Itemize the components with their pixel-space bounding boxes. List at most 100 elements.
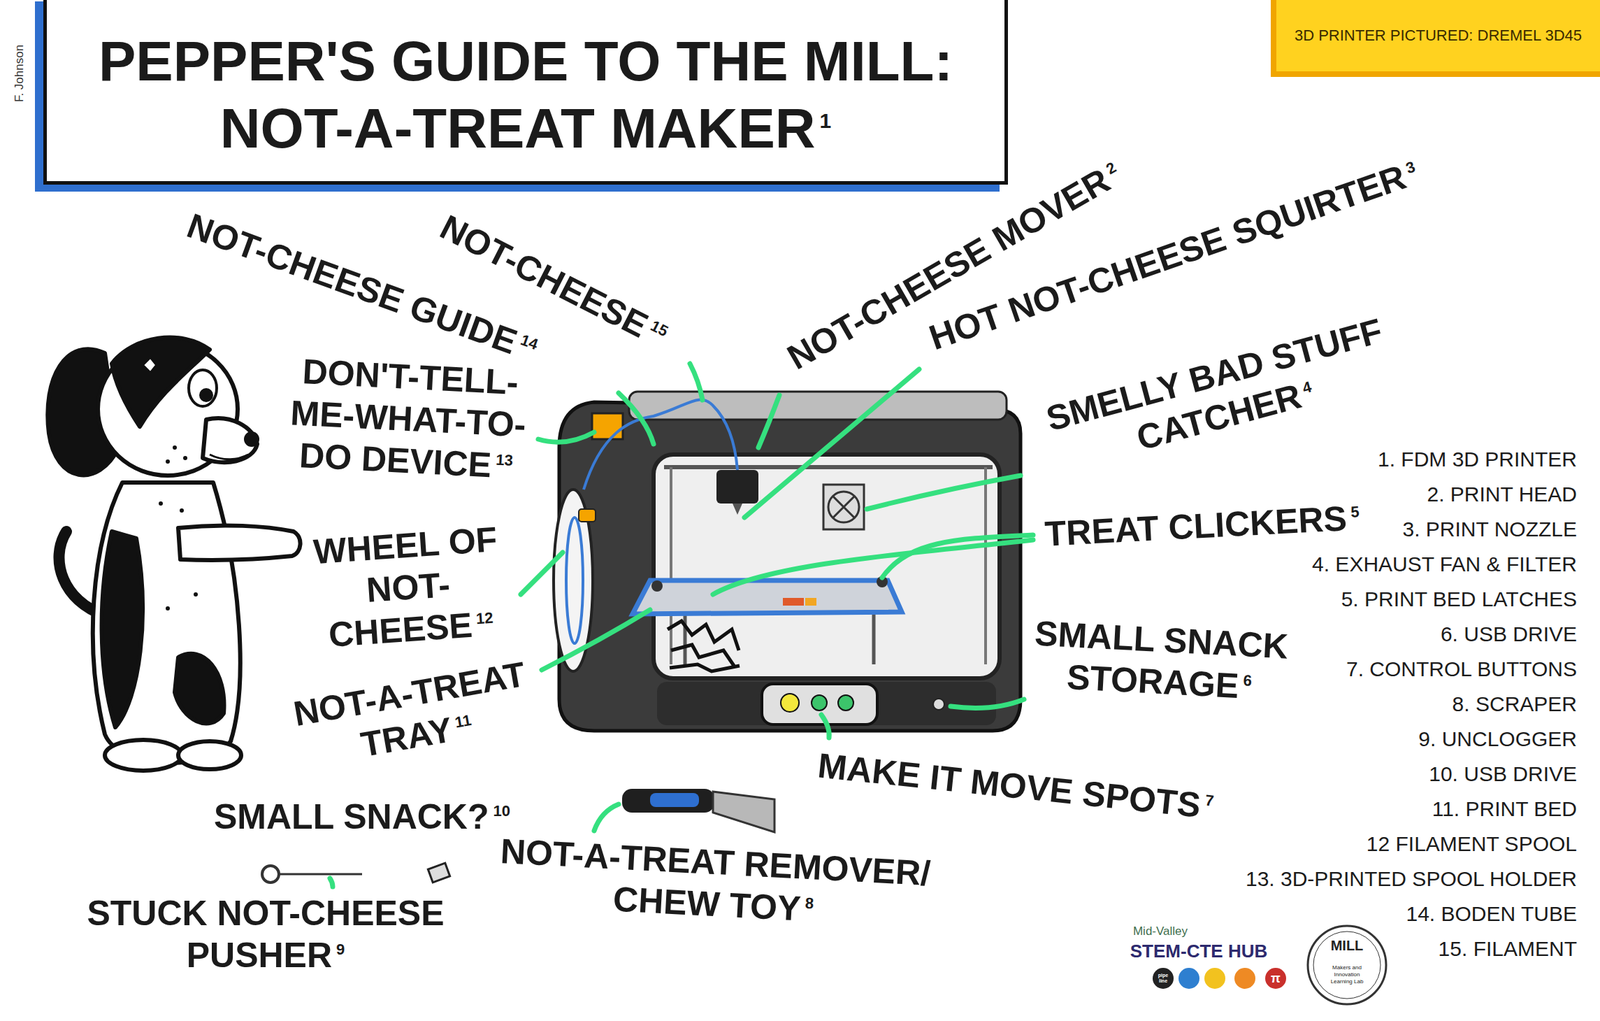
- printer-illustration: [669, 466, 673, 665]
- printer-illustration: [651, 580, 663, 592]
- callout-number: 15: [647, 316, 672, 340]
- leader-line: [758, 394, 780, 448]
- part-nickname: STUCK NOT-CHEESE PUSHER: [86, 893, 444, 975]
- printer-illustration: [566, 517, 583, 644]
- dog-illustration: [188, 369, 217, 407]
- title-box: PEPPER'S GUIDE TO THE MILL: NOT-A-TREAT …: [43, 0, 1008, 185]
- callout-number: 10: [493, 801, 511, 820]
- dog-illustration: [165, 459, 170, 464]
- printer-illustration: [984, 466, 987, 665]
- callout-label: SMALL SNACK?10: [213, 795, 511, 838]
- part-nickname: NOT-A-TREAT TRAY: [290, 654, 529, 765]
- dog-illustration: [158, 501, 163, 506]
- leader-line: [520, 552, 563, 595]
- logo-mark: [1178, 967, 1200, 989]
- printer-illustration: [716, 469, 759, 504]
- callout-number: 12: [475, 608, 494, 628]
- dog-illustration: [102, 531, 143, 727]
- logo-text: Mid-Valley: [1133, 924, 1188, 939]
- tools-illustration: [427, 862, 450, 883]
- callout-label: SMALL SNACK STORAGE6: [1018, 611, 1303, 711]
- tools-illustration: [622, 788, 715, 813]
- key-item: 7. CONTROL BUTTONS: [1346, 656, 1577, 682]
- leader-line: [950, 698, 1025, 708]
- part-nickname: TREAT CLICKERS: [1044, 498, 1349, 554]
- key-item: 11. PRINT BED: [1432, 796, 1577, 822]
- printer-illustration: [828, 491, 860, 523]
- leader-line: [329, 877, 333, 887]
- callout-label: NOT-A-TREAT TRAY11: [274, 650, 551, 779]
- dog-illustration: [243, 431, 260, 447]
- dog-illustration: [178, 740, 242, 769]
- part-nickname: MAKE IT MOVE SPOTS: [815, 745, 1203, 825]
- key-item: 1. FDM 3D PRINTER: [1377, 446, 1577, 472]
- printer-illustration: [632, 580, 902, 614]
- leader-line: [744, 369, 920, 518]
- printer-illustration: [780, 693, 799, 712]
- logo-mark: [1265, 967, 1287, 989]
- printer-illustration: [578, 508, 596, 522]
- leader-line: [618, 392, 654, 444]
- logo-mark: [1204, 967, 1226, 989]
- logo-mark: [1152, 925, 1387, 1004]
- callout-number: 6: [1242, 671, 1253, 690]
- dog-illustration: [172, 445, 177, 450]
- key-item: 9. UNCLOGGER: [1418, 726, 1577, 752]
- key-item: 3. PRINT NOZZLE: [1402, 516, 1578, 542]
- key-item: 4. EXHAUST FAN & FILTER: [1312, 551, 1577, 577]
- part-nickname: SMALL SNACK?: [213, 796, 490, 836]
- callout-number: 11: [453, 710, 473, 732]
- printer-illustration: [838, 694, 854, 711]
- logo-mark: [1152, 967, 1174, 989]
- logo-text: π: [1270, 970, 1281, 985]
- part-nickname: WHEEL OF NOT-CHEESE: [312, 519, 499, 655]
- callout-number: 9: [336, 940, 345, 958]
- dog-illustration: [174, 653, 224, 724]
- part-nickname: NOT-A-TREAT REMOVER/ CHEW TOY: [499, 831, 932, 929]
- leader-line: [712, 539, 1034, 595]
- logo-text: pipe line: [1154, 972, 1172, 984]
- printer-illustration: [592, 413, 623, 439]
- printer-illustration: [811, 694, 827, 711]
- callout-label: STUCK NOT-CHEESE PUSHER9: [76, 891, 455, 976]
- leader-line: [594, 803, 619, 831]
- info-box: 3D PRINTER PICTURED: DREMEL 3D45: [1270, 0, 1600, 77]
- callout-label: TREAT CLICKERS5: [1043, 496, 1361, 556]
- logo-mark: [1307, 925, 1387, 1004]
- callout-number: 7: [1204, 791, 1215, 810]
- dog-illustration: [183, 455, 188, 460]
- logo-mark: [1234, 967, 1256, 989]
- leader-line: [541, 609, 651, 670]
- printer-illustration: [933, 698, 945, 710]
- printer-illustration: [629, 391, 1007, 420]
- key-item: 12 FILAMENT SPOOL: [1366, 831, 1577, 857]
- tools-illustration: [262, 865, 279, 883]
- callout-number: 3: [1403, 157, 1418, 178]
- printer-illustration: [833, 496, 855, 518]
- dog-illustration: [199, 387, 214, 402]
- box-text: 3D PRINTER PICTURED: DREMEL 3D45: [1294, 26, 1582, 45]
- part-nickname: SMALL SNACK STORAGE: [1033, 613, 1289, 706]
- dog-illustration: [47, 337, 300, 771]
- dog-illustration: [209, 454, 249, 460]
- key-item: 14. BODEN TUBE: [1405, 901, 1577, 927]
- logo-text: STEM-CTE HUB: [1130, 940, 1268, 962]
- printer-illustration: [667, 620, 740, 672]
- part-nickname: DON'T-TELL-ME-WHAT-TO-DO DEVICE: [289, 351, 527, 485]
- callout-number: 13: [495, 450, 514, 470]
- leader-line: [866, 475, 1021, 509]
- leader-line: [821, 714, 830, 738]
- callout-label: SMELLY BAD STUFF CATCHER4: [1026, 305, 1414, 485]
- printer-illustration: [805, 597, 817, 606]
- callout-label: WHEEL OF NOT-CHEESE12: [302, 517, 514, 658]
- tools-illustration: [650, 792, 699, 807]
- callout-number: 8: [804, 894, 815, 913]
- printer-illustration: [664, 464, 993, 470]
- printer-illustration: [823, 484, 864, 530]
- part-nickname: SMELLY BAD STUFF CATCHER: [1042, 311, 1387, 458]
- dog-illustration: [143, 357, 156, 372]
- signature: F. Johnson: [12, 44, 27, 103]
- printer-illustration: [761, 683, 878, 725]
- key-item: 5. PRINT BED LATCHES: [1341, 586, 1577, 612]
